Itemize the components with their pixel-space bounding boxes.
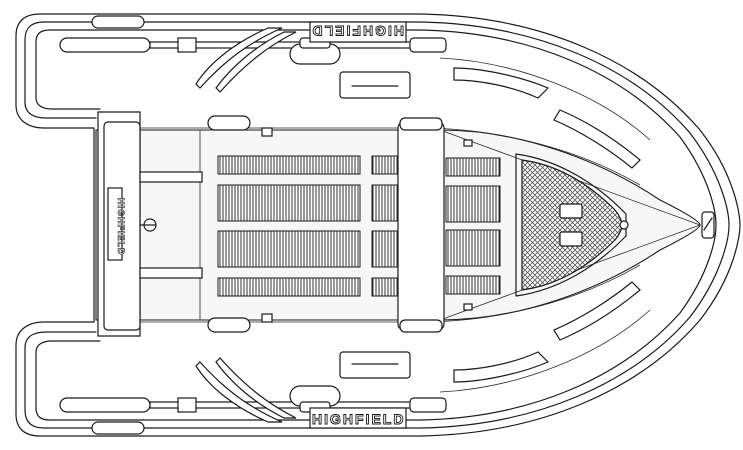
floor-slats <box>217 155 501 297</box>
fitting-bottom-2 <box>463 303 473 311</box>
fitting-top-2 <box>463 139 473 147</box>
bow-eye <box>701 211 715 239</box>
handle-top-mid <box>339 71 411 99</box>
transom-brand: HIGHFIELD <box>116 198 126 256</box>
brand-label-bottom-group: HIGHFIELD <box>309 407 407 429</box>
brand-label-bottom: HIGHFIELD <box>312 411 405 427</box>
swoosh-bottom <box>195 357 297 423</box>
oarlock-bottom <box>289 385 341 413</box>
grab-handle-top <box>207 115 251 131</box>
swoosh-top <box>195 27 297 93</box>
grab-handle-bottom <box>207 317 251 333</box>
transom-struts <box>139 171 203 279</box>
hull-outline <box>15 13 741 437</box>
bow-locker <box>515 153 629 297</box>
bench-seat <box>397 117 445 333</box>
handle-bottom-mid <box>339 351 411 379</box>
bow-handles-top <box>453 67 641 169</box>
bow-handles-bottom <box>453 281 641 383</box>
brand-label-top-group: HIGHFIELD <box>309 21 407 43</box>
fitting-bottom-1 <box>261 313 273 323</box>
fitting-top-1 <box>261 127 273 137</box>
brand-label-top: HIGHFIELD <box>311 23 404 39</box>
transom: HIGHFIELD <box>97 111 157 337</box>
